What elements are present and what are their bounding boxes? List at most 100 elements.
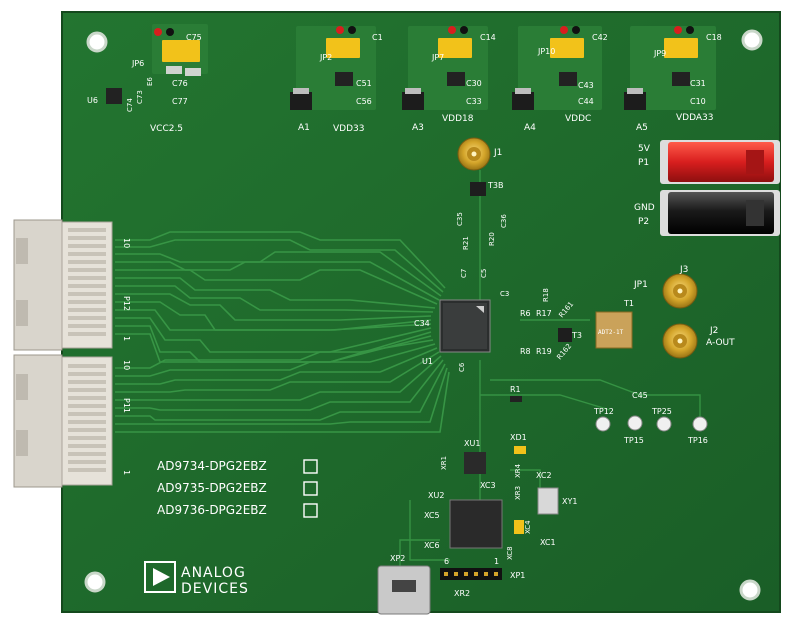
sma-connectors: J1 J3 J2 A-OUT JP1 T1 ADT2-1T <box>457 137 735 359</box>
ref-label: R19 <box>536 347 552 356</box>
power-label-vdd33: VDD33 <box>333 124 364 134</box>
ribbon-connectors: 10 P12 1 10 P11 1 <box>13 219 131 488</box>
test-point <box>692 416 708 432</box>
ref-label: 6 <box>444 557 449 566</box>
power-label-vdd18: VDD18 <box>442 114 474 124</box>
sma-j3-label: J3 <box>679 265 688 275</box>
connector-pin-label: 10 <box>122 360 131 370</box>
ref-label: R20 <box>488 232 496 246</box>
sma-j2-label: J2 <box>709 326 718 336</box>
jp1-label: JP1 <box>633 280 648 290</box>
variant-checkbox-ad9735 <box>303 481 318 496</box>
ref-label: 1 <box>494 557 499 566</box>
connector-p11-label: P11 <box>122 398 131 413</box>
power-label-vdda33: VDDA33 <box>676 113 713 123</box>
mounting-holes <box>84 29 763 601</box>
ref-label: C5 <box>480 269 488 278</box>
variant-label-ad9734: AD9734-DPG2EBZ <box>157 459 267 473</box>
vdda33-block: JP9 C18 C31 C10 A5 VDDA33 <box>624 26 722 133</box>
cap-label: C51 <box>356 79 372 88</box>
variant-label-ad9736: AD9736-DPG2EBZ <box>157 503 267 517</box>
connector-pin-label: 1 <box>122 336 131 341</box>
cap-label: C43 <box>578 81 594 90</box>
ref-label: C6 <box>458 362 466 372</box>
cap-label: C76 <box>172 79 188 88</box>
signal-traces <box>115 231 450 433</box>
cap-label: C10 <box>690 97 706 106</box>
sma-j2-name: A-OUT <box>706 338 735 348</box>
cap-label: C56 <box>356 97 372 106</box>
regulator-label: A3 <box>412 123 424 133</box>
ref-label: XU2 <box>428 491 444 500</box>
ref-label: R1 <box>510 385 521 394</box>
power-posts: 5V P1 GND P2 <box>634 140 780 236</box>
ref-label: T3B <box>487 181 503 190</box>
test-point <box>627 415 643 431</box>
cap-label: C75 <box>186 33 202 42</box>
ref-label: XC4 <box>524 520 532 534</box>
ref-label: XC3 <box>480 481 496 490</box>
ref-label: XP2 <box>390 554 405 563</box>
power-label-vddc: VDDC <box>565 114 591 124</box>
ref-label: R6 <box>520 309 531 318</box>
ref-label: T3 <box>571 331 582 340</box>
ref-label: R18 <box>542 288 550 302</box>
cap-label: C31 <box>690 79 706 88</box>
test-point <box>595 416 611 432</box>
sma-j1-label: J1 <box>493 148 502 158</box>
ref-label: XR3 <box>514 486 522 500</box>
cap-label: C1 <box>372 33 383 42</box>
variant-list: AD9734-DPG2EBZ AD9735-DPG2EBZ AD9736-DPG… <box>157 459 318 518</box>
ref-label: C35 <box>456 212 464 226</box>
jumper-label: JP7 <box>431 53 444 62</box>
power-label-vcc25: VCC2.5 <box>150 124 183 134</box>
ref-label: C36 <box>500 214 508 228</box>
cap-label: C18 <box>706 33 722 42</box>
ref-label: C3 <box>500 290 509 298</box>
ref-label: C73 <box>136 90 144 104</box>
cap-label: C77 <box>172 97 188 106</box>
ref-label: R17 <box>536 309 552 318</box>
ref-label: C74 <box>126 98 134 112</box>
ref-label: TP16 <box>687 436 708 445</box>
test-point <box>656 416 672 432</box>
cap-label: C30 <box>466 79 482 88</box>
regulator-label: A4 <box>524 123 536 133</box>
logo-text-line1: ANALOG <box>181 565 246 581</box>
jumper-label: JP6 <box>131 59 144 68</box>
ref-label: XC1 <box>540 538 556 547</box>
cap-label: C44 <box>578 97 594 106</box>
ref-label: XU1 <box>464 439 480 448</box>
usb-controller-xu2 <box>449 499 503 549</box>
ref-label: XP1 <box>510 571 525 580</box>
svg-text:ADT2-1T: ADT2-1T <box>598 329 624 336</box>
ref-label: XR4 <box>514 463 522 478</box>
jumper-label: JP9 <box>653 49 666 58</box>
ref-label: XC6 <box>424 541 440 550</box>
t1-label: T1 <box>623 299 634 308</box>
connector-pin-label: 10 <box>122 238 131 248</box>
connector-p12-label: P12 <box>122 296 131 311</box>
variant-checkbox-ad9734 <box>303 459 318 474</box>
ref-label: XC2 <box>536 471 552 480</box>
ref-label: XD1 <box>510 433 527 442</box>
ref-label: R21 <box>462 236 470 250</box>
transformer-t1 <box>595 311 633 349</box>
ref-label: C45 <box>632 391 648 400</box>
logo-text-line2: DEVICES <box>181 581 249 597</box>
header-xp1 <box>440 568 502 580</box>
crystal-xy1 <box>537 487 559 515</box>
regulator-label: A1 <box>298 123 310 133</box>
ref-label: XR1 <box>440 456 448 470</box>
variant-checkbox-ad9736 <box>303 503 318 518</box>
ref-label: U6 <box>87 96 98 105</box>
vdd33-block: JP2 C1 C51 C56 A1 VDD33 <box>290 26 383 134</box>
variant-label-ad9735: AD9735-DPG2EBZ <box>157 481 267 495</box>
jumper-label: JP2 <box>319 53 332 62</box>
analog-devices-logo: ANALOG DEVICES <box>144 561 249 597</box>
misc-traces <box>399 170 701 570</box>
vcc25-block: JP6 C75 C76 C77 U6 C74 C73 E6 VCC2.5 <box>87 24 208 134</box>
post-gnd-ref: P2 <box>638 217 649 227</box>
post-5v-ref: P1 <box>638 158 649 168</box>
